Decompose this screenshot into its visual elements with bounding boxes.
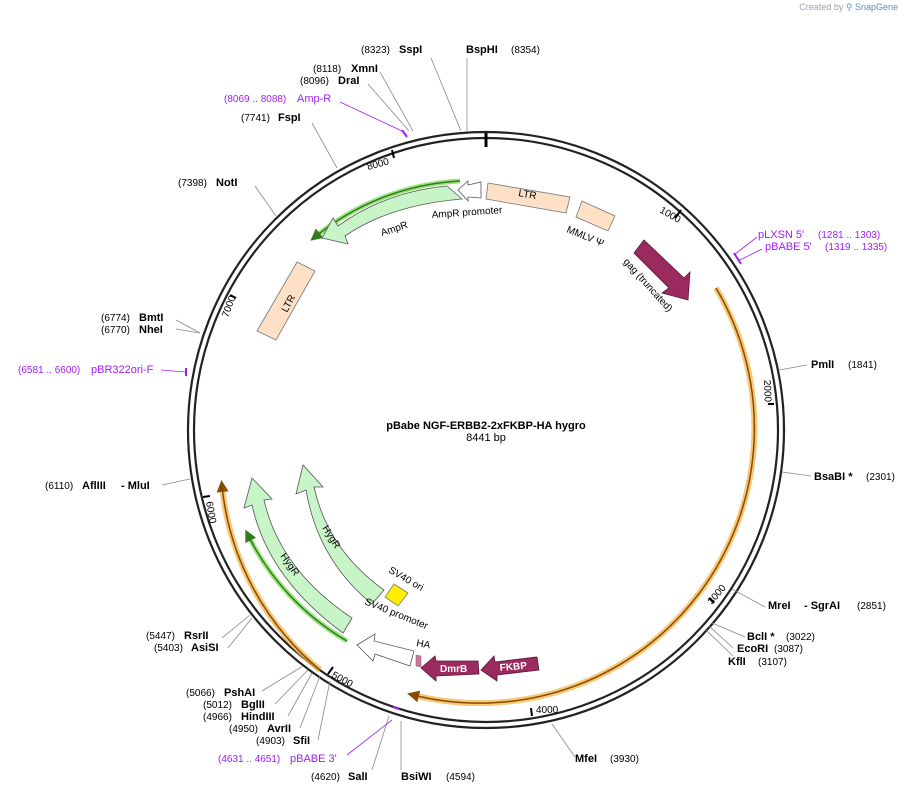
site-xmni-pos: (8118) <box>313 64 341 75</box>
primer-pbabe5[interactable]: pBABE 5' <box>765 241 812 253</box>
feature-dmrb[interactable]: DmrB <box>420 655 480 682</box>
site-pshai[interactable]: PshAI <box>224 687 255 699</box>
primer-plxsn5[interactable]: pLXSN 5' <box>758 229 804 241</box>
site-noti-pos: (7398) <box>178 178 207 189</box>
site-bcli[interactable]: BclI * <box>747 631 775 643</box>
site-bsiwi[interactable]: BsiWI <box>401 771 432 783</box>
primer-pbabe5-pos: (1319 .. 1335) <box>825 242 887 253</box>
site-mfei-pos: (3930) <box>610 754 639 765</box>
hygr-orf-arrow <box>245 529 348 642</box>
site-leaders <box>161 57 812 771</box>
site-asisi[interactable]: AsiSI <box>191 642 219 654</box>
site-ecori-pos: (3087) <box>774 644 803 655</box>
feature-ampr-promoter[interactable]: AmpR promoter <box>431 180 503 221</box>
tick-8000: 8000 <box>366 156 391 172</box>
tick-4000: 4000 <box>536 705 559 716</box>
site-xmni[interactable]: XmnI <box>351 63 378 75</box>
ltr-top-label: LTR <box>517 188 537 202</box>
site-hindiii[interactable]: HindIII <box>241 711 275 723</box>
orf-arrow-main <box>407 287 756 704</box>
site-mlui[interactable]: - MluI <box>121 480 150 492</box>
site-avrii[interactable]: AvrII <box>267 723 291 735</box>
site-bglii-pos: (5012) <box>203 700 232 711</box>
site-mrei[interactable]: MreI <box>768 600 791 612</box>
site-kfli[interactable]: KflI <box>728 656 746 668</box>
plasmid-name: pBabe NGF-ERBB2-2xFKBP-HA hygro <box>386 420 586 432</box>
site-bmti-pos: (6774) <box>101 313 130 324</box>
snapgene-credit: Created by ⚲ SnapGene <box>799 2 898 12</box>
tick-7000: 7000 <box>220 294 238 319</box>
site-avrii-pos: (4950) <box>229 724 258 735</box>
feature-mmlv-psi[interactable]: MMLV Ψ <box>565 200 616 250</box>
site-pmli[interactable]: PmlI <box>811 359 834 371</box>
site-afliii-pos: (6110) <box>45 481 73 492</box>
site-bsphi-pos: (8354) <box>511 45 540 56</box>
site-rsrii[interactable]: RsrII <box>184 630 208 642</box>
site-bsabi-pos: (2301) <box>866 472 895 483</box>
site-bcli-pos: (3022) <box>786 632 815 643</box>
site-bmti[interactable]: BmtI <box>139 312 163 324</box>
site-ecori[interactable]: EcoRI <box>737 643 768 655</box>
tick-6000: 6000 <box>203 501 218 525</box>
site-mfei[interactable]: MfeI <box>575 753 597 765</box>
mmlv-label: MMLV Ψ <box>565 225 606 250</box>
snapgene-logo-icon: ⚲ <box>845 2 853 12</box>
site-fspi[interactable]: FspI <box>278 112 301 124</box>
site-afliii[interactable]: AflIII <box>82 480 106 492</box>
site-sspi[interactable]: SspI <box>399 44 422 56</box>
primer-pbr322-pos: (6581 .. 6600) <box>18 365 80 376</box>
feature-ha[interactable]: HA <box>415 638 431 668</box>
site-pshai-pos: (5066) <box>186 688 215 699</box>
site-pmli-pos: (1841) <box>848 360 877 371</box>
tick-5000: 5000 <box>330 670 355 690</box>
site-sali[interactable]: SalI <box>348 771 368 783</box>
site-sgrai-pos: (2851) <box>857 601 886 612</box>
primer-ampr[interactable]: Amp-R <box>297 93 331 105</box>
feature-ltr-top[interactable]: LTR <box>485 182 571 214</box>
orf-highlight-main <box>412 286 758 707</box>
site-hindiii-pos: (4966) <box>203 712 232 723</box>
dmrb-label: DmrB <box>440 664 467 675</box>
primers: (8069 .. 8088) Amp-R (6581 .. 6600) pBR3… <box>18 93 887 765</box>
site-asisi-pos: (5403) <box>154 643 183 654</box>
orf-arrow-left <box>216 480 321 671</box>
primer-pbr322[interactable]: pBR322ori-F <box>91 364 154 376</box>
ampr-label: AmpR <box>380 220 410 239</box>
ha-label: HA <box>415 638 431 651</box>
site-nhei[interactable]: NheI <box>139 324 163 336</box>
site-drai-pos: (8096) <box>300 76 329 87</box>
site-bglii[interactable]: BglII <box>241 699 265 711</box>
feature-sv40-ori[interactable]: SV40 ori <box>384 565 425 607</box>
site-noti[interactable]: NotI <box>216 177 237 189</box>
site-sali-pos: (4620) <box>311 772 340 783</box>
backbone-outer <box>186 130 786 730</box>
fkbp-label: FKBP <box>499 661 527 674</box>
tick-1000: 1000 <box>658 205 683 226</box>
site-kfli-pos: (3107) <box>758 657 787 668</box>
site-sfii-pos: (4903) <box>256 736 285 747</box>
restriction-sites: (8323) SspI BspHI (8354) (8118) XmnI (80… <box>45 44 895 783</box>
primer-pbabe3[interactable]: pBABE 3' <box>290 753 337 765</box>
feature-fkbp[interactable]: FKBP <box>480 655 540 682</box>
site-drai[interactable]: DraI <box>338 75 359 87</box>
plasmid-size: 8441 bp <box>466 432 506 444</box>
tick-3000: 3000 <box>706 582 729 606</box>
site-sspi-pos: (8323) <box>361 45 390 56</box>
primer-ampr-pos: (8069 .. 8088) <box>224 94 286 105</box>
feature-ltr-left[interactable]: LTR <box>256 261 316 341</box>
primer-plxsn5-pos: (1281 .. 1303) <box>818 230 880 241</box>
site-rsrii-pos: (5447) <box>146 631 175 642</box>
site-sgrai[interactable]: - SgrAI <box>804 600 840 612</box>
tick-2000: 2000 <box>761 380 773 403</box>
site-nhei-pos: (6770) <box>101 325 130 336</box>
site-fspi-pos: (7741) <box>241 113 270 124</box>
primer-pbabe3-pos: (4631 .. 4651) <box>218 754 280 765</box>
site-bsabi[interactable]: BsaBI * <box>814 471 853 483</box>
feature-gag[interactable]: gag (truncated) <box>621 239 691 314</box>
site-bsphi[interactable]: BspHI <box>466 44 498 56</box>
ampr-promoter-label: AmpR promoter <box>431 205 503 221</box>
site-sfii[interactable]: SfiI <box>293 735 310 747</box>
site-bsiwi-pos: (4594) <box>446 772 475 783</box>
